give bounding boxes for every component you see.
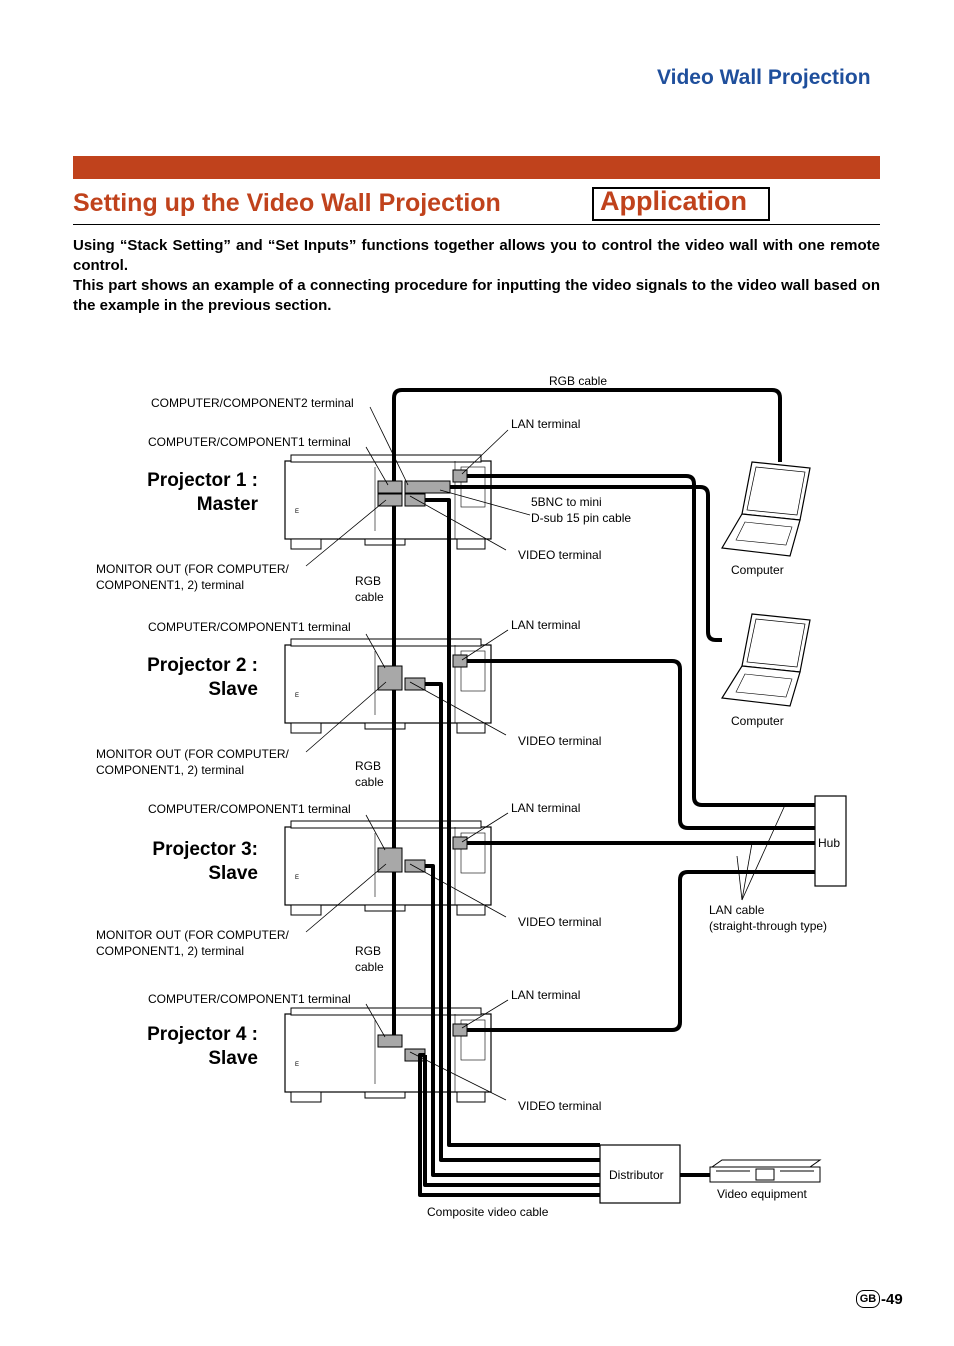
application-badge: Application xyxy=(600,186,747,216)
distributor-box xyxy=(599,1144,681,1204)
monitor-out-label-2: MONITOR OUT (FOR COMPUTER/COMPONENT1, 2)… xyxy=(96,747,289,777)
video-equipment-icon xyxy=(709,1159,822,1183)
lan-cable-label: LAN cable(straight-through type) xyxy=(709,903,828,933)
video-equipment-label: Video equipment xyxy=(717,1187,807,1201)
intro-paragraph-1: Using “Stack Setting” and “Set Inputs” f… xyxy=(73,237,880,274)
video-terminal-label-1: VIDEO terminal xyxy=(518,548,602,562)
page-heading: Setting up the Video Wall Projection xyxy=(73,189,501,217)
section-bar xyxy=(73,156,880,179)
hub-box xyxy=(814,795,847,887)
lan-terminal-label-2: LAN terminal xyxy=(511,618,581,632)
hub-label: Hub xyxy=(818,836,841,850)
video-terminal-label-2: VIDEO terminal xyxy=(518,734,602,748)
projector-4-label: Projector 4 :Slave xyxy=(147,1024,258,1069)
computer-label-1: Computer xyxy=(731,563,784,577)
page-number-text: -49 xyxy=(881,1290,903,1308)
computer-2-icon xyxy=(720,613,811,707)
composite-cable-label: Composite video cable xyxy=(427,1205,549,1219)
monitor-out-label-1: MONITOR OUT (FOR COMPUTER/COMPONENT1, 2)… xyxy=(96,562,289,592)
application-badge-frame xyxy=(592,187,770,221)
heading-divider xyxy=(73,224,880,225)
comp1-terminal-label-4: COMPUTER/COMPONENT1 terminal xyxy=(148,992,351,1006)
video-terminal-label-4: VIDEO terminal xyxy=(518,1099,602,1113)
distributor-label: Distributor xyxy=(609,1168,664,1182)
computer-1-icon xyxy=(721,461,811,557)
video-terminal-label-3: VIDEO terminal xyxy=(518,915,602,929)
monitor-out-label-3: MONITOR OUT (FOR COMPUTER/COMPONENT1, 2)… xyxy=(96,928,289,958)
projector-3-label: Projector 3:Slave xyxy=(152,839,258,884)
projector-1-label: Projector 1 :Master xyxy=(147,470,258,515)
comp1-terminal-label-2: COMPUTER/COMPONENT1 terminal xyxy=(148,620,351,634)
projector-2-label: Projector 2 :Slave xyxy=(147,655,258,700)
comp1-terminal-label-3: COMPUTER/COMPONENT1 terminal xyxy=(148,802,351,816)
computer-label-2: Computer xyxy=(731,714,784,728)
section-title: Video Wall Projection xyxy=(657,66,871,89)
lan-terminal-label-1: LAN terminal xyxy=(511,417,581,431)
intro-paragraph-2: This part shows an example of a connecti… xyxy=(73,277,880,314)
page-number: GB -49 xyxy=(856,1290,903,1308)
rgb-cable-label: RGB cable xyxy=(549,374,608,388)
region-badge: GB xyxy=(856,1290,880,1308)
comp1-terminal-label-1: COMPUTER/COMPONENT1 terminal xyxy=(148,435,351,449)
comp2-terminal-label: COMPUTER/COMPONENT2 terminal xyxy=(151,396,354,410)
lan-terminal-label-4: LAN terminal xyxy=(511,988,581,1002)
projector-4-icon xyxy=(284,1007,492,1103)
lan-terminal-label-3: LAN terminal xyxy=(511,801,581,815)
